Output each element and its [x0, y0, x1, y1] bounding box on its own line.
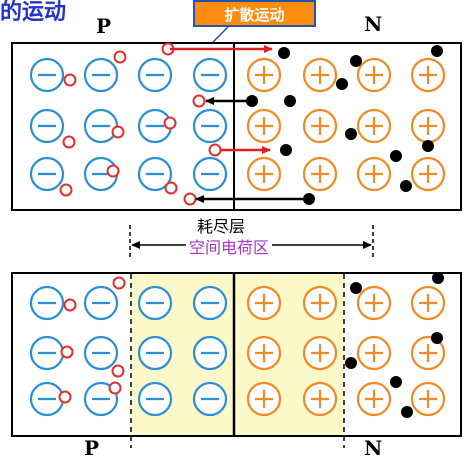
donor-ion	[246, 381, 282, 417]
acceptor-ion	[29, 335, 65, 371]
hole	[163, 116, 177, 130]
electron	[400, 180, 412, 192]
donor-ion	[356, 335, 392, 371]
hole	[183, 192, 197, 206]
hole	[62, 135, 76, 149]
electron	[431, 332, 443, 344]
acceptor-ion	[192, 108, 228, 144]
bottom-carriers	[58, 272, 444, 418]
acceptor-ion	[29, 108, 65, 144]
donor-ion	[356, 156, 392, 192]
acceptor-ion	[192, 57, 228, 93]
donor-ion	[356, 57, 392, 93]
acceptor-ion	[192, 285, 228, 321]
donor-ion	[356, 108, 392, 144]
electron	[350, 282, 362, 294]
hole	[59, 183, 73, 197]
acceptor-ion	[137, 156, 173, 192]
electron	[350, 55, 362, 67]
donor-ion	[302, 156, 338, 192]
acceptor-ion	[137, 381, 173, 417]
donor-ion	[410, 108, 446, 144]
hole	[63, 298, 77, 312]
donor-ion	[302, 381, 338, 417]
hole	[63, 73, 77, 87]
hole	[192, 94, 206, 108]
electron	[345, 357, 357, 369]
acceptor-ion	[29, 381, 65, 417]
donor-ion	[246, 108, 282, 144]
electron	[246, 95, 258, 107]
acceptor-ion	[83, 108, 119, 144]
electron	[390, 150, 402, 162]
donor-ion	[302, 57, 338, 93]
donor-ion	[246, 57, 282, 93]
hole	[58, 390, 72, 404]
donor-ion	[410, 57, 446, 93]
acceptor-ion	[29, 57, 65, 93]
acceptor-ion	[192, 381, 228, 417]
donor-ion	[246, 335, 282, 371]
n-region-label-bottom: N	[364, 436, 383, 460]
electron	[336, 78, 348, 90]
hole	[60, 345, 74, 359]
electron	[345, 128, 357, 140]
acceptor-ion	[83, 285, 119, 321]
electron	[422, 140, 434, 152]
donor-ion	[356, 381, 392, 417]
electron	[431, 45, 443, 57]
acceptor-ion	[83, 57, 119, 93]
acceptor-ion	[137, 335, 173, 371]
hole	[164, 181, 178, 195]
acceptor-ion	[192, 335, 228, 371]
donor-ion	[302, 285, 338, 321]
acceptor-ion	[29, 156, 65, 192]
donor-ion	[302, 108, 338, 144]
electron	[278, 47, 290, 59]
electron	[284, 95, 296, 107]
hole	[112, 276, 126, 290]
acceptor-ion	[137, 285, 173, 321]
donor-ion	[302, 335, 338, 371]
bottom-ions	[29, 285, 446, 417]
hole	[108, 381, 122, 395]
hole	[111, 364, 125, 378]
donor-ion	[356, 285, 392, 321]
electron	[303, 193, 315, 205]
donor-ion	[410, 381, 446, 417]
acceptor-ion	[83, 381, 119, 417]
hole	[113, 50, 127, 64]
hole	[111, 125, 125, 139]
acceptor-ion	[29, 285, 65, 321]
callout-line	[212, 26, 229, 43]
donor-ion	[410, 335, 446, 371]
donor-ion	[246, 285, 282, 321]
top-ions	[29, 57, 446, 192]
electron	[432, 272, 444, 284]
top-panel-border	[11, 42, 462, 211]
space-charge-region-label: 空间电荷区	[186, 234, 273, 258]
diffusion-label-box: 扩散运动	[193, 0, 316, 27]
hole	[106, 164, 120, 178]
top-carriers	[59, 42, 443, 206]
corner-title: 的运动	[0, 0, 67, 25]
n-region-label-top: N	[364, 12, 383, 36]
donor-ion	[410, 156, 446, 192]
electron	[401, 406, 413, 418]
p-region-label-top: P	[96, 14, 112, 38]
donor-ion	[410, 285, 446, 321]
donor-ion	[246, 156, 282, 192]
acceptor-ion	[192, 156, 228, 192]
hole	[208, 143, 222, 157]
p-region-label-bottom: P	[84, 436, 100, 460]
acceptor-ion	[83, 335, 119, 371]
depletion-layer-label: 耗尽层	[197, 217, 246, 236]
electron	[280, 144, 292, 156]
acceptor-ion	[137, 57, 173, 93]
electron	[390, 376, 402, 388]
